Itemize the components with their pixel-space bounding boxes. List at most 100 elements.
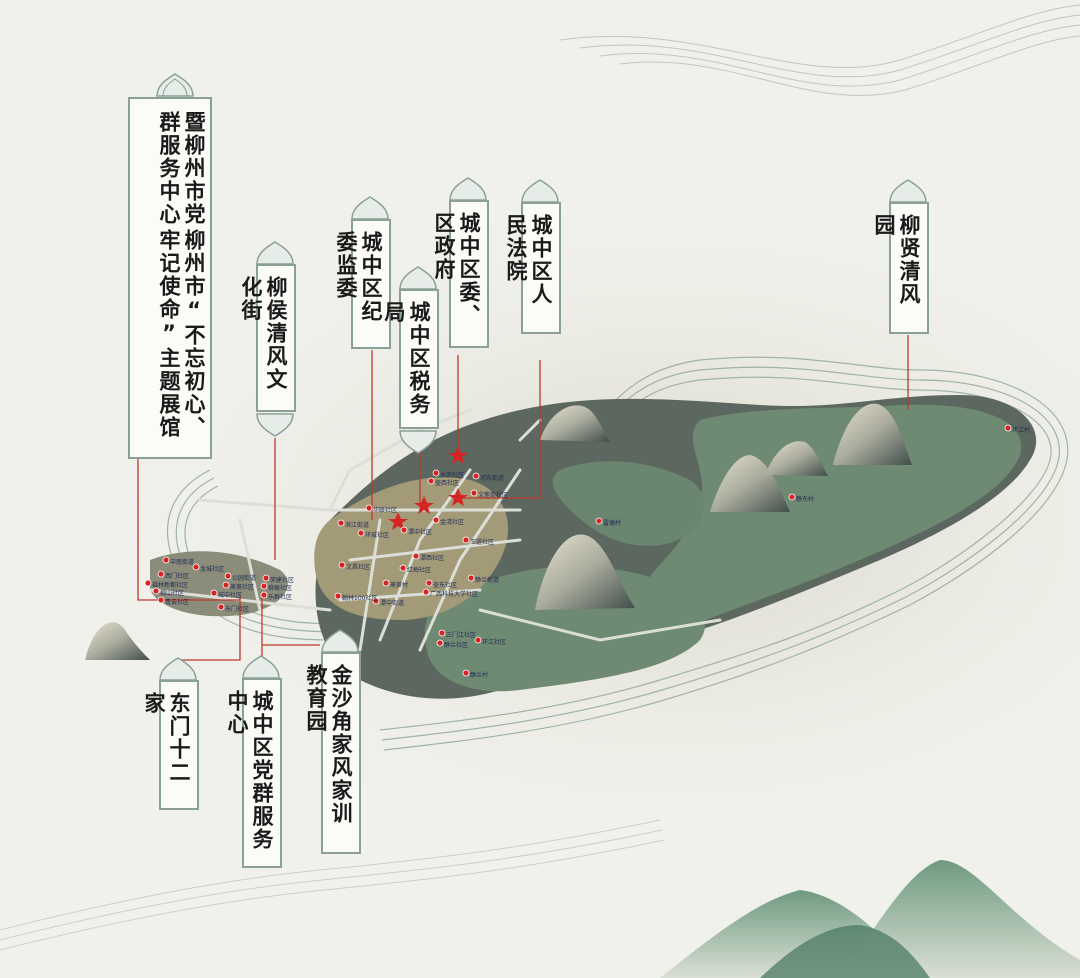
bottom-hills xyxy=(660,860,1080,978)
location-dot-icon xyxy=(788,493,796,501)
label-shuiwu[interactable]: 城中区税务局 xyxy=(382,289,439,429)
place-label: 潭中社区 xyxy=(408,529,433,536)
mountain-icon xyxy=(535,534,635,610)
location-dot-icon xyxy=(438,629,446,637)
place-label: 文昌社区 xyxy=(346,564,371,571)
star-icon xyxy=(414,496,434,514)
contour-lines-top xyxy=(559,4,1080,96)
place-label: 环江社区 xyxy=(482,639,507,646)
label-fayuan[interactable]: 城中区人民法院 xyxy=(504,202,561,334)
label-cap xyxy=(350,195,390,221)
place-label: 静兰社区 xyxy=(444,642,469,649)
place-label: 文笔街社区 xyxy=(478,492,509,499)
place-label: 荣建社区 xyxy=(270,577,295,584)
location-dot-icon xyxy=(157,596,165,604)
place-label: 福林新都社区 xyxy=(152,582,189,589)
label-cap xyxy=(888,178,928,204)
label-cap xyxy=(255,240,295,266)
place-label: 华联社区 xyxy=(373,507,398,514)
place-label: 环城社区 xyxy=(365,532,390,539)
land-green-south xyxy=(424,566,706,692)
location-dot-icon xyxy=(372,597,380,605)
location-dot-icon xyxy=(432,516,440,524)
place-label: 广西科技大学社区 xyxy=(430,591,479,598)
place-label: 王道社区 xyxy=(470,539,495,546)
location-dot-icon xyxy=(432,469,440,477)
label-cap xyxy=(158,656,198,682)
location-dot-icon xyxy=(462,669,470,677)
location-dots xyxy=(144,424,1012,677)
location-dot-icon xyxy=(337,519,345,527)
location-dot-icon xyxy=(260,591,268,599)
location-dot-icon xyxy=(1004,424,1012,432)
label-exhibition-line2: 柳州市“不忘初心、牢记使命”主题展馆 xyxy=(157,229,206,440)
place-label: 红梅社区 xyxy=(407,567,432,574)
location-dot-icon xyxy=(334,592,342,600)
place-label: 柳侯社区 xyxy=(268,585,293,592)
mountain-icon xyxy=(765,441,828,476)
location-dot-icon xyxy=(152,587,160,595)
location-dot-icon xyxy=(425,579,433,587)
place-label: 静兰村 xyxy=(470,672,489,679)
label-cap xyxy=(448,176,488,202)
place-label: 城中社区 xyxy=(218,592,243,599)
place-label: 西门社区 xyxy=(165,573,190,580)
place-label: 壶东社区 xyxy=(433,582,458,589)
location-dot-icon xyxy=(472,472,480,480)
place-label: 静兰街道 xyxy=(475,577,500,584)
west-mountain xyxy=(85,622,150,660)
place-label: 金湾社区 xyxy=(440,519,465,526)
place-label: 河东街道 xyxy=(480,475,505,482)
location-dot-icon xyxy=(338,561,346,569)
label-jiwei[interactable]: 城中区纪委监委 xyxy=(334,219,391,349)
location-dot-icon xyxy=(192,563,200,571)
location-dot-icon xyxy=(260,582,268,590)
location-dot-icon xyxy=(157,570,165,578)
mountain-icon xyxy=(710,455,790,512)
place-label: 蒸葵村 xyxy=(390,582,409,589)
location-dot-icon xyxy=(262,574,270,582)
mountain-icon xyxy=(833,403,912,465)
place-label: 乐群社区 xyxy=(268,594,293,601)
star-icon xyxy=(448,488,468,506)
place-label: 滨江街道 xyxy=(345,522,370,529)
location-dot-icon xyxy=(144,579,152,587)
location-dot-icon xyxy=(217,603,225,611)
location-dot-icon xyxy=(400,526,408,534)
land-green-central xyxy=(552,461,705,546)
label-cap xyxy=(520,178,560,204)
place-label: 翰林100社区 xyxy=(342,595,378,602)
label-exhibition[interactable]: 暨柳州市党群服务中心 柳州市“不忘初心、牢记使命”主题展馆 xyxy=(128,97,212,459)
place-label: 青云社区 xyxy=(165,599,190,606)
mountain-icon xyxy=(540,405,610,442)
label-liuhou[interactable]: 柳侯清风文化街 xyxy=(239,264,296,412)
star-icon xyxy=(388,512,408,530)
location-dot-icon xyxy=(474,636,482,644)
place-label: 雷塘村 xyxy=(603,520,622,527)
contour-lines-bottom xyxy=(0,819,665,951)
place-label: 潭西社区 xyxy=(420,555,445,562)
label-liuxian[interactable]: 柳贤清风园 xyxy=(872,202,929,334)
label-cap xyxy=(320,628,360,654)
label-cap xyxy=(255,412,295,438)
land-green-east xyxy=(632,404,1022,633)
location-dot-icon xyxy=(224,572,232,580)
place-label: 水南社区 xyxy=(440,472,465,479)
label-dangqun[interactable]: 城中区党群服务中心 xyxy=(225,678,282,868)
location-dot-icon xyxy=(399,564,407,572)
location-dot-icon xyxy=(210,589,218,597)
location-dot-icon xyxy=(422,588,430,596)
place-label: 东门社区 xyxy=(225,606,250,613)
location-dot-icon xyxy=(462,536,470,544)
label-jinsha[interactable]: 金沙角家风家训教育园 xyxy=(304,652,361,854)
place-label: 龙城社区 xyxy=(200,566,225,573)
location-dot-icon xyxy=(436,639,444,647)
label-cap xyxy=(398,429,438,455)
place-label: 环江村 xyxy=(1012,427,1031,434)
star-icon xyxy=(448,446,468,464)
label-dongmen[interactable]: 东门十二家 xyxy=(142,680,199,810)
leader-lines xyxy=(137,335,909,670)
location-dot-icon xyxy=(427,477,435,485)
label-quwei[interactable]: 城中区委、区政府 xyxy=(432,200,489,348)
